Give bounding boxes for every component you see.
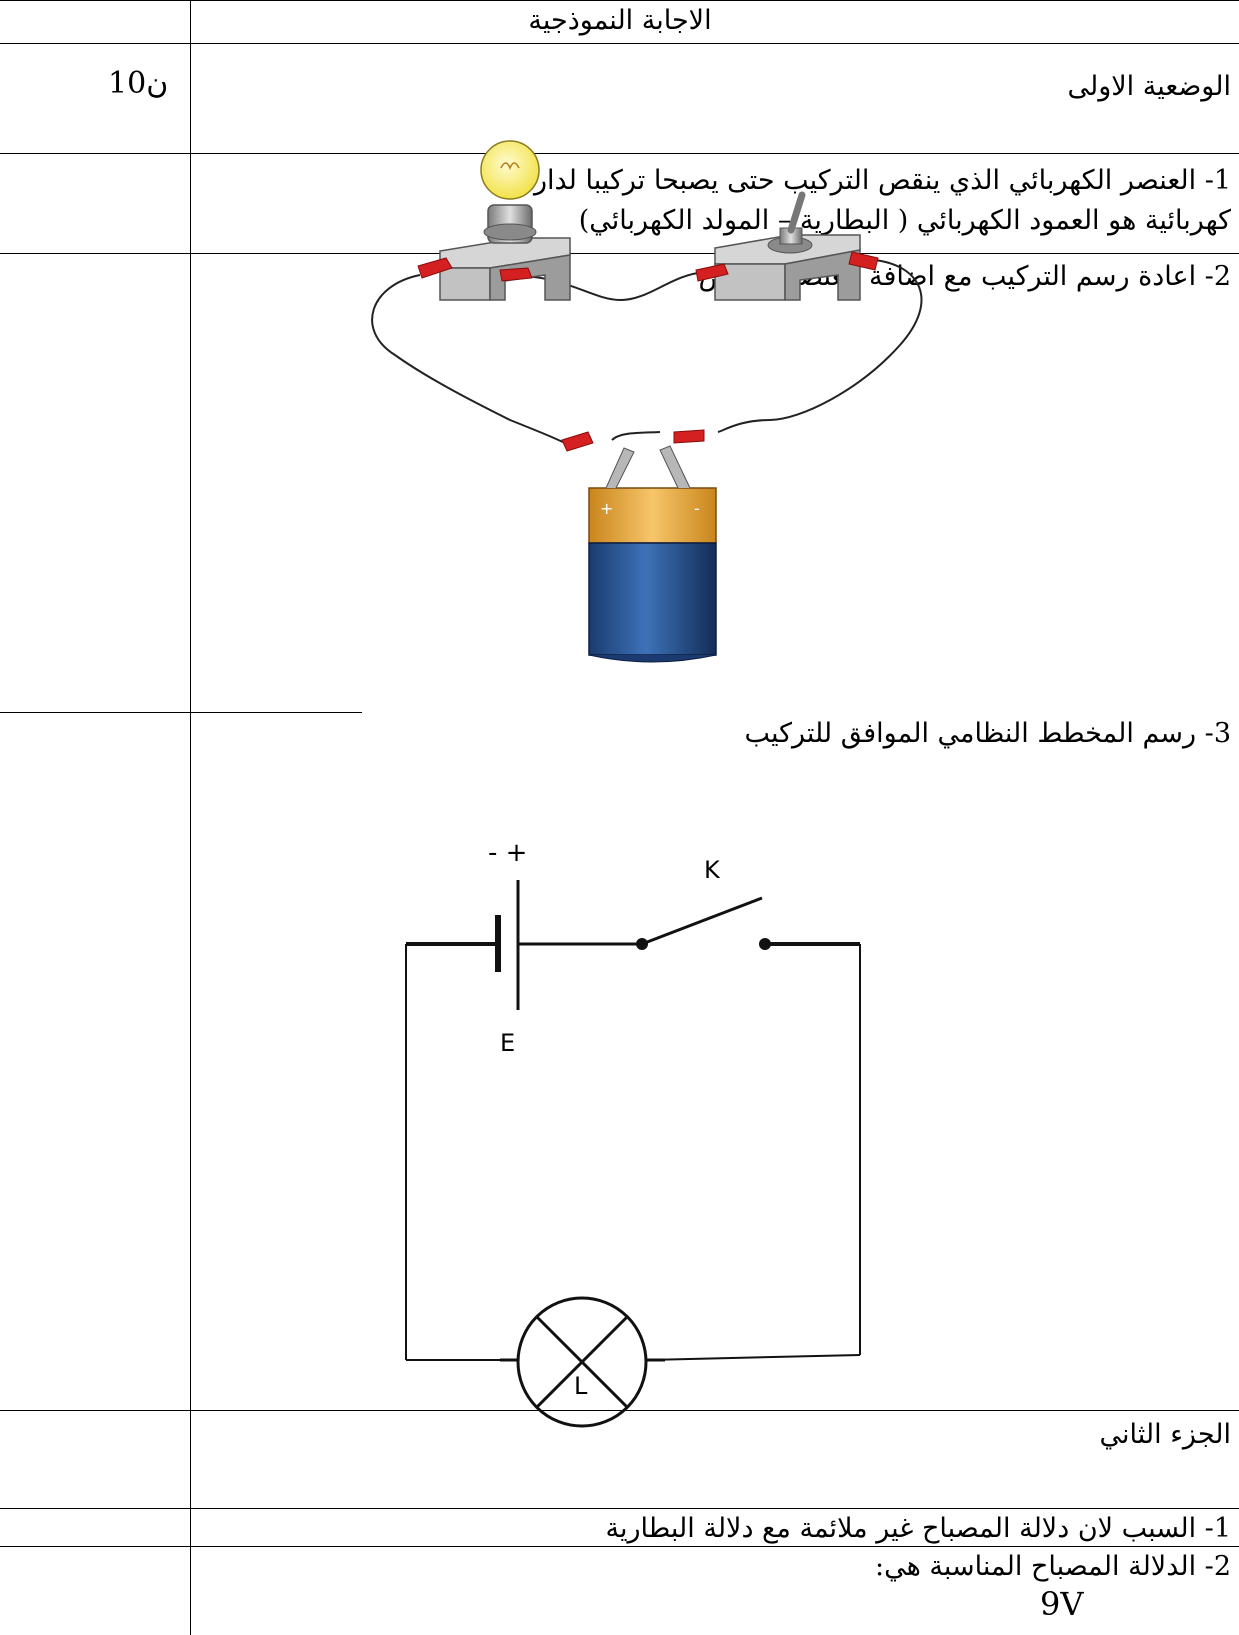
section1-title: الوضعية الاولى	[1067, 71, 1231, 102]
section2-title: الجزء الثاني	[1099, 1419, 1231, 1450]
lamp-label: L	[574, 1372, 588, 1400]
schematic-wire	[647, 1354, 861, 1361]
row-divider	[0, 1508, 1239, 1509]
connecting-wires	[371, 259, 923, 449]
row-divider	[0, 153, 1239, 154]
row-divider	[0, 253, 1239, 254]
header-title: الاجابة النموذجية	[528, 5, 712, 36]
battery-symbol-icon	[495, 880, 520, 1010]
column-divider	[190, 0, 191, 1635]
section1-points: 10ن	[108, 66, 169, 101]
lamp-symbol-icon	[500, 1296, 665, 1428]
switch-label: K	[704, 856, 720, 884]
switch-lever-icon	[787, 191, 806, 234]
switch-symbol-icon	[636, 896, 771, 950]
lamp-rating-value: 9V	[1040, 1585, 1084, 1623]
section2-question2: 2- الدلالة المصباح المناسبة هي:	[875, 1551, 1231, 1582]
question1-line2: كهربائية هو العمود الكهربائي ( البطارية …	[578, 205, 1231, 236]
row-divider	[0, 712, 362, 713]
section2-question1: 1- السبب لان دلالة المصباح غير ملائمة مع…	[605, 1513, 1231, 1544]
battery-polarity-label: - +	[488, 838, 528, 868]
battery-label: E	[500, 1029, 516, 1057]
row-divider	[0, 0, 1239, 1]
question3-text: 3- رسم المخطط النظامي الموافق للتركيب	[744, 718, 1231, 749]
svg-text:+: +	[600, 499, 613, 518]
crocodile-clips	[417, 251, 879, 452]
switch-holder	[714, 191, 861, 301]
row-divider	[0, 1410, 1239, 1411]
question1-line1: 1- العنصر الكهربائي الذي ينقص التركيب حت…	[519, 165, 1231, 196]
battery-icon: + -	[588, 445, 717, 663]
lamp-holder	[439, 140, 571, 301]
row-divider	[0, 1546, 1239, 1547]
row-divider	[0, 43, 1239, 44]
svg-text:-: -	[694, 499, 700, 518]
